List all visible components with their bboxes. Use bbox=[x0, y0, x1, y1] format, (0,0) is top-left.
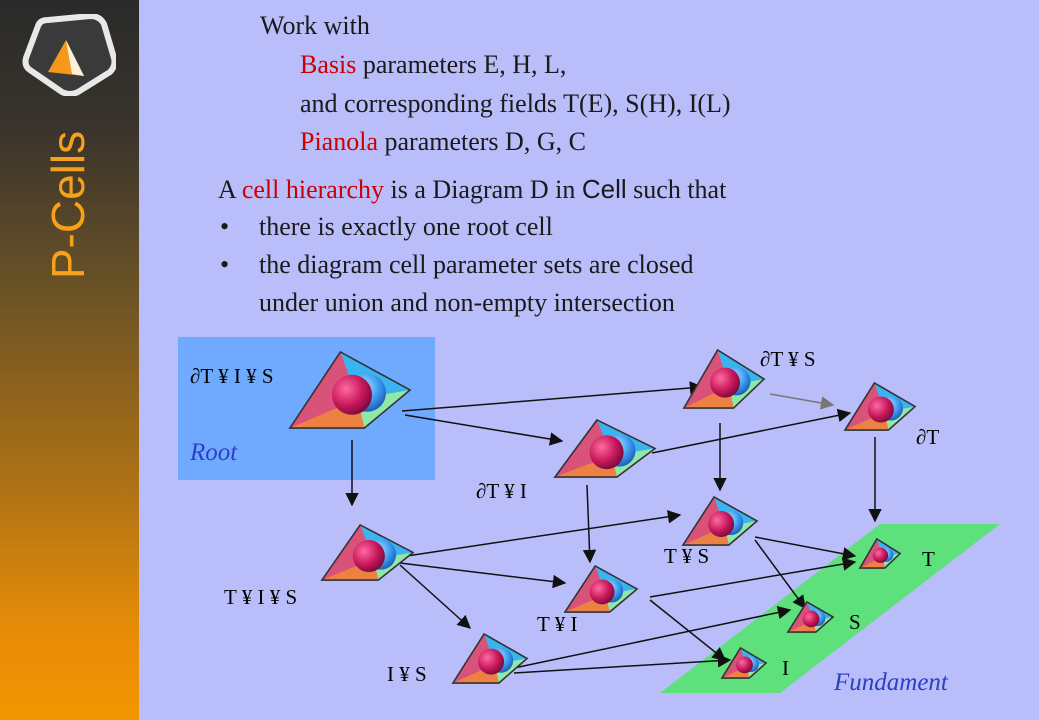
node-label-ti: T ¥ I bbox=[537, 612, 577, 636]
cell-d-ti bbox=[553, 419, 657, 478]
diagram-arrows bbox=[345, 381, 882, 674]
node-label-root: ∂T ¥ I ¥ S bbox=[190, 364, 274, 388]
diagram-arrow bbox=[769, 393, 835, 410]
diagram-arrow bbox=[399, 510, 682, 558]
cell-ts bbox=[681, 496, 759, 546]
diagram-arrow bbox=[399, 562, 567, 589]
cell-ti bbox=[563, 565, 639, 613]
node-label-s: S bbox=[849, 610, 861, 634]
node-label-tis: T ¥ I ¥ S bbox=[224, 585, 297, 609]
cell-root bbox=[288, 351, 412, 429]
cell-word: Cell bbox=[581, 174, 627, 204]
definition-middle: is a Diagram D in bbox=[384, 175, 582, 204]
cell-d-t bbox=[843, 381, 917, 431]
node-label-d-ti: ∂T ¥ I bbox=[476, 479, 527, 503]
diagram-arrow bbox=[399, 564, 472, 629]
node-label-ts: T ¥ S bbox=[664, 544, 709, 568]
bullet-item: the diagram cell parameter sets are clos… bbox=[259, 250, 694, 279]
basis-line: Basis parameters E, H, L, bbox=[300, 52, 566, 78]
pianola-rest: parameters D, G, C bbox=[378, 127, 586, 156]
diagram-arrow bbox=[582, 484, 597, 564]
cell-i bbox=[720, 646, 768, 679]
definition-line: A cell hierarchy is a Diagram D in Cell … bbox=[218, 176, 726, 203]
cell-hierarchy-term: cell hierarchy bbox=[241, 175, 385, 204]
node-label-i: I bbox=[782, 656, 789, 680]
fundament-plane bbox=[660, 524, 1000, 693]
fields-line: and corresponding fields T(E), S(H), I(L… bbox=[300, 89, 731, 118]
basis-term: Basis bbox=[300, 50, 357, 79]
pianola-line: Pianola parameters D, G, C bbox=[300, 129, 586, 155]
bullet-marker: • bbox=[220, 250, 230, 279]
bullet-marker: • bbox=[220, 212, 230, 241]
diagram-arrow bbox=[651, 408, 852, 454]
diagram-cells bbox=[288, 348, 917, 684]
diagram-arrow bbox=[754, 536, 857, 561]
bullet-continuation: under union and non-empty intersection bbox=[259, 288, 675, 317]
cell-t bbox=[858, 537, 902, 569]
basis-rest: parameters E, H, L, bbox=[356, 50, 567, 79]
diagram-arrow bbox=[649, 557, 857, 598]
bullet-item: there is exactly one root cell bbox=[259, 212, 553, 241]
intro-line: Work with bbox=[260, 11, 370, 40]
root-label: Root bbox=[189, 439, 238, 466]
cell-d-ts bbox=[682, 348, 766, 409]
diagram-arrow bbox=[513, 653, 732, 674]
hexagon-triangle-logo-icon bbox=[22, 14, 116, 96]
diagram-arrow bbox=[513, 605, 792, 669]
sidebar: P-Cells bbox=[0, 0, 139, 720]
node-label-is: I ¥ S bbox=[387, 662, 427, 686]
diagram-arrow bbox=[649, 599, 727, 661]
definition-prefix: A bbox=[218, 175, 242, 204]
node-label-d-ts: ∂T ¥ S bbox=[760, 347, 816, 371]
cell-s bbox=[786, 600, 835, 633]
cell-tis bbox=[320, 524, 415, 581]
diagram-arrow bbox=[754, 539, 806, 610]
fundament-label: Fundament bbox=[833, 669, 949, 696]
diagram-arrow bbox=[404, 414, 564, 446]
node-label-d-t: ∂T bbox=[916, 425, 939, 449]
diagram-arrow bbox=[401, 381, 704, 412]
pianola-term: Pianola bbox=[300, 127, 378, 156]
node-label-t: T bbox=[922, 547, 935, 571]
cell-is bbox=[451, 632, 529, 684]
definition-suffix: such that bbox=[626, 175, 727, 204]
